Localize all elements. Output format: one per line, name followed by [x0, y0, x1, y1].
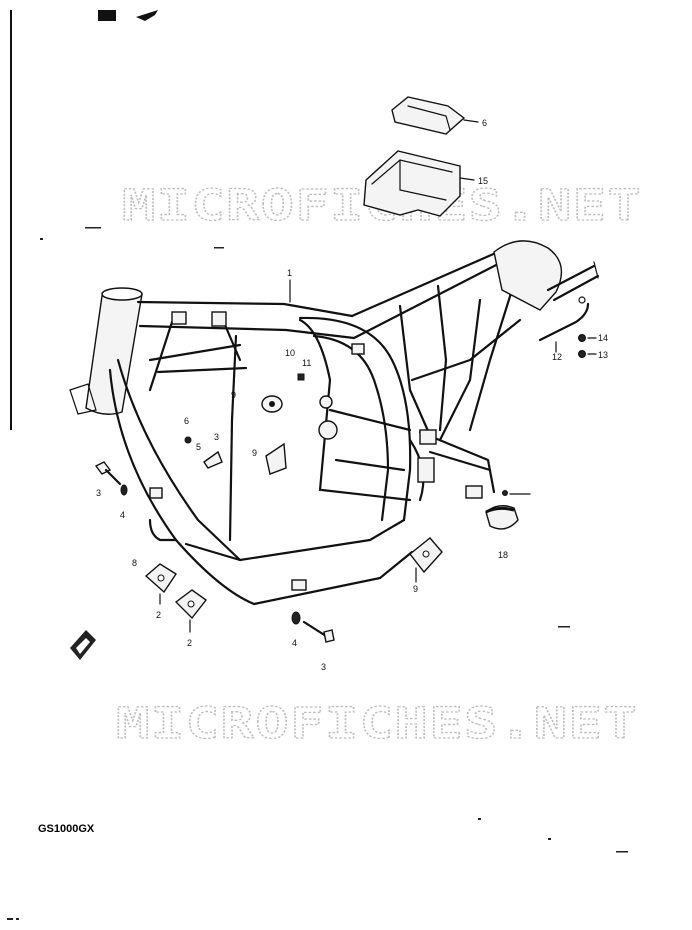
bracket-plate-mid — [265, 442, 287, 475]
callout-4-left: 4 — [120, 510, 125, 520]
callout-9-mid: 9 — [252, 448, 257, 458]
callout-5: 5 — [196, 442, 201, 452]
callout-13: 13 — [598, 350, 608, 360]
small-bracket-part — [538, 296, 590, 353]
nut-icon-2 — [578, 350, 586, 358]
callout-11: 11 — [302, 358, 311, 368]
filled-square-mark — [98, 10, 116, 21]
filled-arrow-mark — [136, 10, 158, 21]
washer-part-left — [120, 484, 128, 496]
callout-15: 15 — [478, 176, 488, 186]
callout-3-left: 3 — [96, 488, 101, 498]
callout-4-bottom: 4 — [292, 638, 297, 648]
callout-8: 8 — [132, 558, 137, 568]
small-frame-icon — [70, 630, 96, 660]
engine-mount-bracket-b — [174, 589, 208, 633]
callout-2-a: 2 — [156, 610, 161, 620]
motorcycle-frame-assembly — [69, 240, 600, 606]
battery-tray-part — [363, 150, 475, 217]
callout-3-bottom: 3 — [321, 662, 326, 672]
bolt-part-left — [94, 461, 122, 486]
washer-part-bottom — [291, 611, 301, 625]
callout-6-top: 6 — [482, 118, 487, 128]
watermark-bottom: MICROFICHES.NET — [116, 699, 638, 749]
scan-specks — [7, 227, 628, 920]
callout-10: 10 — [285, 348, 295, 358]
callout-18: 18 — [498, 550, 508, 560]
callout-9-right: 9 — [413, 584, 418, 594]
seat-cover-part — [391, 96, 479, 135]
rubber-cap-part — [485, 505, 519, 530]
engine-mount-bracket-a — [144, 563, 177, 605]
bolt-part-bottom — [302, 620, 335, 643]
nut-icon — [578, 334, 586, 342]
model-code: GS1000GX — [38, 823, 95, 835]
callout-14: 14 — [598, 333, 608, 343]
callout-2-b: 2 — [187, 638, 192, 648]
callout-9-grommet: 9 — [231, 390, 236, 400]
callout-1: 1 — [287, 268, 292, 278]
callout-12: 12 — [552, 352, 562, 362]
grommet-icon — [297, 373, 305, 381]
callout-3-mid: 3 — [214, 432, 219, 442]
callout-6-mid: 6 — [184, 416, 189, 426]
plate-part-small — [203, 450, 223, 469]
